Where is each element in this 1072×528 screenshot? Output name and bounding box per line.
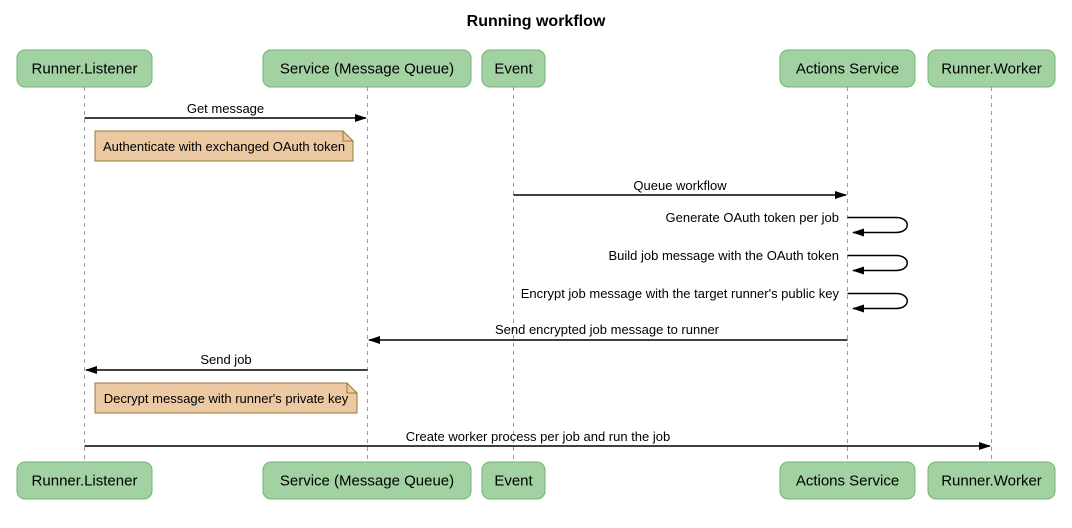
- message-create-worker: Create worker process per job and run th…: [84, 429, 991, 450]
- message-label: Get message: [187, 101, 264, 116]
- message-build-job-message: Build job message with the OAuth token: [608, 248, 908, 275]
- participant-box-runner-listener-top: [16, 49, 153, 88]
- message-label: Queue workflow: [633, 178, 727, 193]
- note-shape: [94, 382, 358, 414]
- note-text: Authenticate with exchanged OAuth token: [103, 139, 345, 154]
- participant-box-runner-worker-top: [927, 49, 1056, 88]
- self-arrow: [847, 254, 908, 275]
- participants-bottom: Runner.Listener Service (Message Queue) …: [16, 461, 1056, 500]
- note-fold-icon: [346, 383, 357, 394]
- message-label: Send encrypted job message to runner: [495, 322, 720, 337]
- participant-label-runner-listener-bottom: Runner.Listener: [32, 473, 138, 490]
- participant-box-runner-worker-bottom: [927, 461, 1056, 500]
- message-encrypt-job-message: Encrypt job message with the target runn…: [521, 286, 908, 313]
- lifelines: [84, 87, 992, 462]
- participant-label-runner-worker-top: Runner.Worker: [941, 61, 1042, 78]
- message-label: Send job: [200, 352, 251, 367]
- participant-box-runner-listener-bottom: [16, 461, 153, 500]
- note-decrypt: Decrypt message with runner's private ke…: [94, 382, 358, 414]
- message-generate-oauth-token: Generate OAuth token per job: [666, 210, 908, 237]
- message-label: Build job message with the OAuth token: [608, 248, 839, 263]
- self-arrow: [847, 292, 908, 313]
- participant-box-service-message-queue-top: [262, 49, 472, 88]
- message-send-encrypted-job: Send encrypted job message to runner: [368, 322, 848, 344]
- note-authenticate: Authenticate with exchanged OAuth token: [94, 130, 354, 162]
- message-label: Generate OAuth token per job: [666, 210, 839, 225]
- participant-label-service-message-queue-bottom: Service (Message Queue): [280, 473, 454, 490]
- participant-box-actions-service-bottom: [779, 461, 916, 500]
- self-arrow: [847, 216, 908, 237]
- note-text: Decrypt message with runner's private ke…: [104, 391, 349, 406]
- participant-label-runner-worker-bottom: Runner.Worker: [941, 473, 1042, 490]
- participant-label-event-top: Event: [494, 61, 533, 78]
- message-send-job: Send job: [85, 352, 368, 374]
- participant-label-event-bottom: Event: [494, 473, 533, 490]
- participants-top: Runner.Listener Service (Message Queue) …: [16, 49, 1056, 88]
- participant-label-service-message-queue-top: Service (Message Queue): [280, 61, 454, 78]
- participant-box-service-message-queue-bottom: [262, 461, 472, 500]
- participant-box-actions-service-top: [779, 49, 916, 88]
- note-fold-icon: [342, 131, 353, 142]
- message-label: Create worker process per job and run th…: [406, 429, 670, 444]
- message-get-message: Get message: [84, 101, 367, 122]
- note-shape: [94, 130, 354, 162]
- participant-box-event-top: [481, 49, 546, 88]
- message-queue-workflow: Queue workflow: [513, 178, 847, 199]
- participant-label-actions-service-bottom: Actions Service: [796, 473, 899, 490]
- participant-box-event-bottom: [481, 461, 546, 500]
- diagram-title: Running workflow: [467, 13, 606, 30]
- participant-label-runner-listener-top: Runner.Listener: [32, 61, 138, 78]
- participant-label-actions-service-top: Actions Service: [796, 61, 899, 78]
- message-label: Encrypt job message with the target runn…: [521, 286, 840, 301]
